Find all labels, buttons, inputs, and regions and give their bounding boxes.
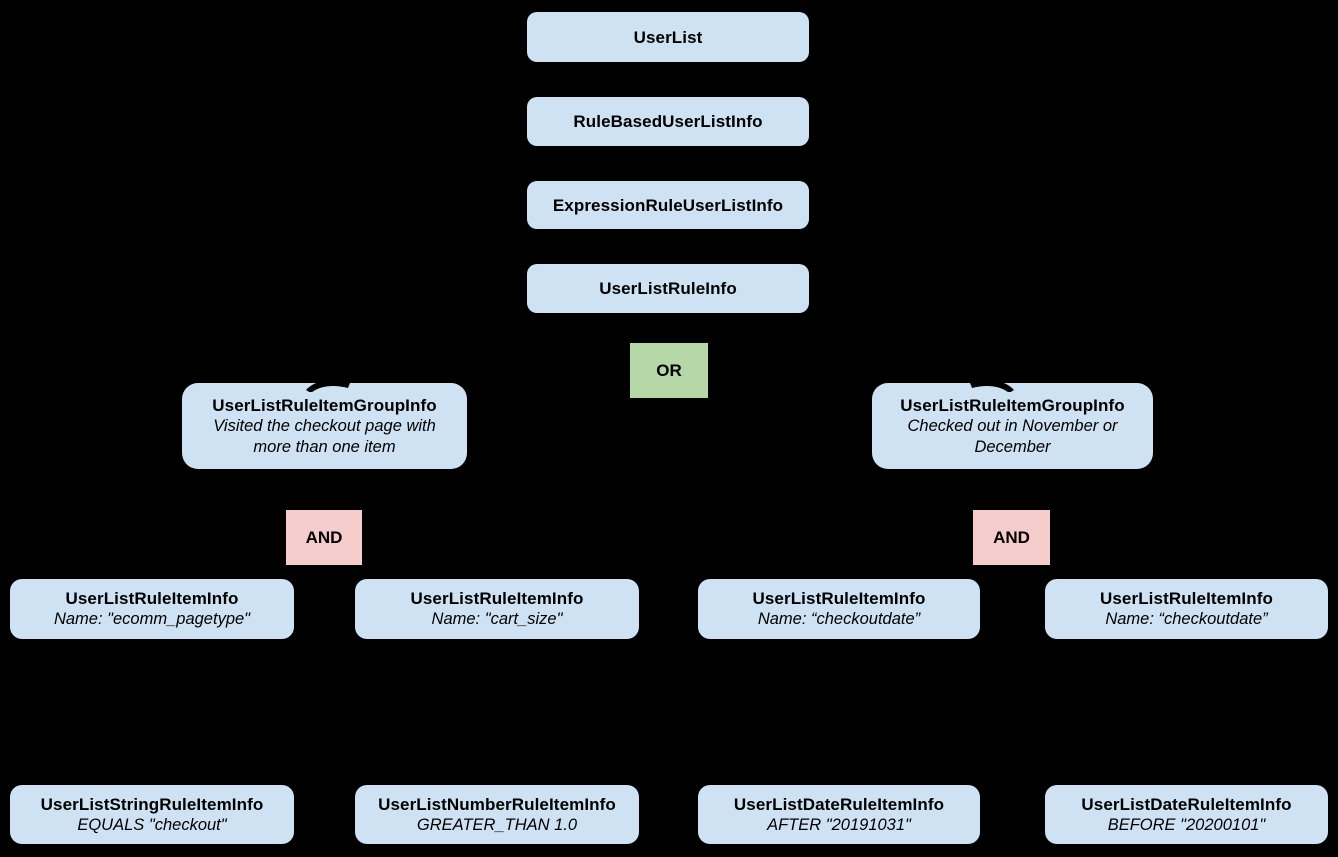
- node-ruleitem-ecomm-pagetype: UserListRuleItemInfo Name: "ecomm_pagety…: [10, 579, 294, 639]
- arrowhead-artifact-icon: [970, 380, 1014, 392]
- node-title: UserListRuleItemInfo: [410, 589, 584, 608]
- node-userlist: UserList: [527, 12, 809, 62]
- node-rulebaseduserlistinfo: RuleBasedUserListInfo: [527, 97, 809, 146]
- node-note: Checked out in November or December: [907, 416, 1118, 456]
- node-title: UserListStringRuleItemInfo: [40, 794, 264, 814]
- node-note: Visited the checkout page with more than…: [213, 416, 436, 456]
- node-title: UserListDateRuleItemInfo: [1081, 794, 1292, 814]
- node-title: UserListRuleItemGroupInfo: [900, 395, 1125, 415]
- node-dateruleitem-before: UserListDateRuleItemInfo BEFORE "2020010…: [1045, 785, 1328, 844]
- operator-label: OR: [656, 360, 682, 380]
- operator-label: AND: [993, 527, 1030, 547]
- node-ruleitemgroup-left: UserListRuleItemGroupInfo Visited the ch…: [182, 380, 467, 469]
- node-title: ExpressionRuleUserListInfo: [552, 195, 784, 215]
- node-title: RuleBasedUserListInfo: [573, 112, 763, 131]
- node-note: BEFORE "20200101": [1107, 815, 1266, 834]
- node-numberruleitem: UserListNumberRuleItemInfo GREATER_THAN …: [355, 785, 639, 844]
- node-note: AFTER "20191031": [767, 815, 911, 834]
- node-note: Name: "ecomm_pagetype": [53, 610, 251, 628]
- arrowhead-artifact-icon: [306, 380, 350, 392]
- node-note: Name: “checkoutdate”: [1105, 610, 1268, 628]
- node-stringruleitem: UserListStringRuleItemInfo EQUALS "check…: [10, 785, 294, 844]
- node-dateruleitem-after: UserListDateRuleItemInfo AFTER "20191031…: [698, 785, 980, 844]
- node-ruleitem-checkoutdate-2: UserListRuleItemInfo Name: “checkoutdate…: [1045, 579, 1328, 639]
- node-title: UserListRuleItemInfo: [1100, 589, 1273, 608]
- node-title: UserListNumberRuleItemInfo: [378, 794, 616, 814]
- node-ruleitem-cart-size: UserListRuleItemInfo Name: "cart_size": [355, 579, 639, 639]
- node-note: Name: "cart_size": [431, 610, 563, 628]
- node-title: UserList: [633, 27, 703, 47]
- node-title: UserListRuleItemGroupInfo: [212, 395, 437, 415]
- node-note: EQUALS "checkout": [77, 815, 227, 834]
- node-title: UserListDateRuleItemInfo: [733, 794, 945, 814]
- and-operator-box-left: AND: [286, 510, 362, 565]
- node-note: Name: “checkoutdate”: [757, 610, 921, 628]
- node-title: UserListRuleItemInfo: [752, 589, 926, 608]
- node-expressionruleuserlistinfo: ExpressionRuleUserListInfo: [527, 181, 809, 229]
- node-userlistruleinfo: UserListRuleInfo: [527, 264, 809, 313]
- or-operator-box: OR: [630, 343, 708, 398]
- node-note: GREATER_THAN 1.0: [416, 815, 578, 834]
- node-ruleitem-checkoutdate-1: UserListRuleItemInfo Name: “checkoutdate…: [698, 579, 980, 639]
- node-title: UserListRuleInfo: [599, 279, 737, 298]
- node-title: UserListRuleItemInfo: [65, 589, 239, 608]
- and-operator-box-right: AND: [973, 510, 1050, 565]
- node-ruleitemgroup-right: UserListRuleItemGroupInfo Checked out in…: [872, 380, 1153, 469]
- operator-label: AND: [305, 527, 343, 547]
